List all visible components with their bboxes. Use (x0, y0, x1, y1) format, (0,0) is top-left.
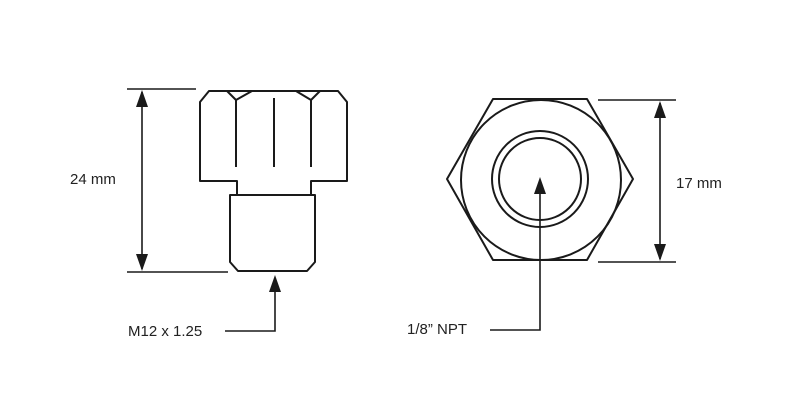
port-leader (490, 177, 546, 331)
height-dimension (127, 88, 228, 273)
width-label: 17 mm (676, 175, 722, 192)
arrowhead-up (269, 275, 281, 292)
fitting-threaded-body (229, 194, 316, 272)
height-label: 24 mm (70, 171, 116, 188)
front-view (446, 98, 676, 331)
hex-outline (446, 98, 634, 261)
arrowhead-up (136, 90, 148, 107)
arrowhead-up (654, 101, 666, 118)
arrowhead-up (534, 177, 546, 194)
arrowhead-down (654, 244, 666, 261)
arrowhead-down (136, 254, 148, 271)
thread-label: M12 x 1.25 (128, 323, 203, 340)
outer-face-circle (460, 99, 622, 261)
hex-flute-lines (226, 90, 321, 167)
port-label: 1/8” NPT (407, 321, 468, 338)
width-dimension (598, 99, 676, 263)
thread-leader (225, 275, 281, 332)
side-view (127, 88, 348, 332)
